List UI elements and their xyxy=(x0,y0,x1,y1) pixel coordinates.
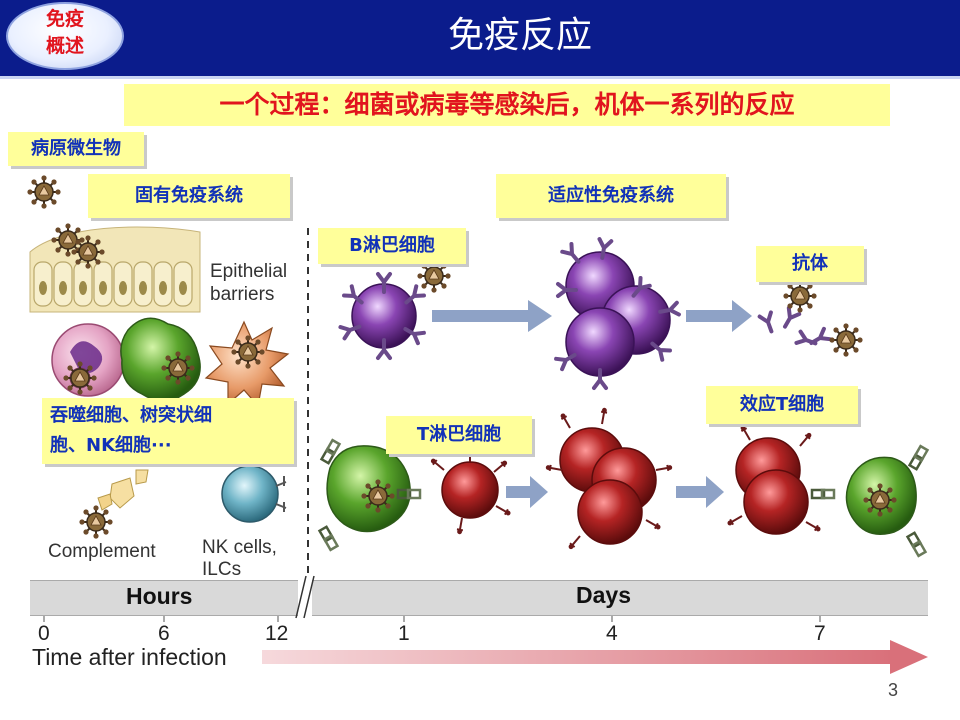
antibodies-binding-viruses xyxy=(757,306,832,352)
page-number: 3 xyxy=(888,680,899,700)
nk-cell xyxy=(221,465,287,523)
hours-label: Hours xyxy=(126,583,193,609)
arrow-t-proliferation xyxy=(506,476,548,508)
slide-subtitle: 一个过程：细菌或病毒等感染后，机体一系列的反应 xyxy=(124,84,890,126)
epithelial-barriers-caption: Epithelial barriers xyxy=(210,260,287,306)
neutralized-virus-icon xyxy=(828,322,864,358)
antibody-label: 抗体 xyxy=(756,246,864,282)
arrow-t-differentiation xyxy=(676,476,724,508)
nk-cells-caption: NK cells, ILCs xyxy=(202,537,277,581)
nk-caption-line-2: ILCs xyxy=(202,559,242,580)
antigen-presenting-cell xyxy=(318,438,422,552)
innate-cells-line-1: 吞噬细胞、树突状细 xyxy=(50,405,212,426)
t-cell xyxy=(428,444,513,536)
virus-on-dendritic-icon xyxy=(230,334,266,370)
tick-label: 0 xyxy=(38,622,50,645)
section-badge xyxy=(6,2,124,70)
axis-break-mark xyxy=(295,574,315,620)
virus-on-barrier-icon xyxy=(70,234,106,270)
t-cell-clones xyxy=(544,406,674,552)
pathogen-virus-icon xyxy=(26,174,62,210)
tick-label: 4 xyxy=(606,622,618,645)
tick-label: 12 xyxy=(265,622,289,645)
arrow-antibody-secretion xyxy=(686,300,752,332)
tick-label: 6 xyxy=(158,622,170,645)
time-arrow xyxy=(262,640,928,674)
innate-system-label: 固有免疫系统 xyxy=(88,174,290,218)
innate-cells-label: 吞噬细胞、树突状细 胞、NK细胞··· xyxy=(42,398,294,464)
tick-label: 1 xyxy=(398,622,410,645)
days-label: Days xyxy=(576,582,631,608)
b-cell xyxy=(338,272,426,360)
time-scale-bar xyxy=(30,580,928,616)
epithelial-caption-line-1: Epithelial xyxy=(210,261,288,282)
b-cell-label: B淋巴细胞 xyxy=(318,228,466,264)
innate-cells-line-2: 胞、NK细胞··· xyxy=(50,435,172,456)
badge-line-1: 免疫 xyxy=(45,8,84,30)
presented-virus-icon xyxy=(360,478,396,514)
badge-line-2: 概述 xyxy=(45,35,84,57)
effector-t-cell-label: 效应T细胞 xyxy=(706,386,858,424)
engulfed-virus-icon xyxy=(62,360,98,396)
b-cell-clones xyxy=(554,237,681,390)
virus-complement-icon xyxy=(78,504,114,540)
arrow-b-proliferation xyxy=(432,300,552,332)
header-divider xyxy=(0,76,960,79)
effector-t-cells xyxy=(725,423,836,535)
complement-caption: Complement xyxy=(48,541,156,562)
header-bar xyxy=(0,0,960,76)
infected-cell-virus-icon xyxy=(862,482,898,518)
antigen-virus-icon xyxy=(416,258,452,294)
nk-caption-line-1: NK cells, xyxy=(202,537,277,558)
pathogen-label: 病原微生物 xyxy=(8,132,144,166)
axis-title: Time after infection xyxy=(32,644,227,670)
epithelial-caption-line-2: barriers xyxy=(210,284,275,305)
neutralized-virus-icon xyxy=(782,278,818,314)
adaptive-system-label: 适应性免疫系统 xyxy=(496,174,726,218)
t-cell-label: T淋巴细胞 xyxy=(386,416,532,454)
engulfed-virus-icon xyxy=(160,350,196,386)
tick-label: 7 xyxy=(814,622,826,645)
slide-title: 免疫反应 xyxy=(447,15,592,56)
section-badge-text: 免疫 概述 xyxy=(6,6,124,60)
complement-illustration xyxy=(97,469,149,511)
macrophage-cell xyxy=(120,317,201,402)
